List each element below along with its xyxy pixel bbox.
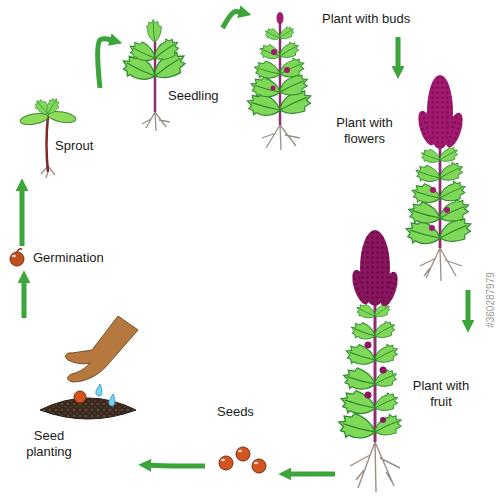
- stage-label: Seeds: [205, 400, 280, 475]
- stage-label: Seedling: [120, 28, 223, 132]
- seeds-illustration: [219, 456, 233, 470]
- seedling-illustration: [126, 38, 159, 68]
- germinating-seed: [12, 255, 16, 258]
- flowering-plant-illustration: [444, 207, 450, 213]
- budding-plant-illustration: [271, 86, 276, 91]
- stage-name: Sprout: [55, 138, 93, 154]
- fruiting-plant-illustration: [372, 390, 401, 415]
- budding-plant-illustration: [277, 24, 297, 42]
- stage-label: Sprout: [15, 88, 107, 180]
- flowering-plant-illustration: [405, 198, 443, 230]
- seed-planting-illustration: [109, 394, 115, 406]
- fruiting-plant-illustration: [371, 318, 398, 341]
- seed-planting-illustration: [40, 398, 136, 419]
- cycle-arrow: [98, 39, 111, 88]
- seed-planting-illustration: [65, 316, 138, 382]
- stage-label: Plant with fruit: [335, 330, 481, 492]
- budding-plant-illustration: [271, 49, 277, 55]
- budding-plant-illustration: [284, 67, 290, 73]
- stage-label: Plant with flowers: [315, 75, 478, 290]
- cycle-arrow: [290, 472, 335, 477]
- fruiting-plant-illustration: [343, 341, 378, 371]
- cycle-arrow: [466, 290, 471, 321]
- cycle-arrow: [150, 463, 205, 469]
- cycle-arrow: [223, 12, 240, 28]
- budding-plant-illustration: [252, 58, 283, 84]
- seeds-illustration: [219, 447, 266, 473]
- flowering-plant-illustration: [427, 75, 453, 149]
- cycle-arrow: [22, 282, 27, 318]
- fruiting-plant-illustration: [365, 342, 372, 349]
- seeds-illustration: [236, 447, 250, 461]
- flowering-plant-illustration: [430, 187, 436, 193]
- seedling-illustration: [146, 20, 161, 43]
- fruiting-plant-illustration: [335, 230, 405, 492]
- budding-plant-illustration: [257, 42, 282, 64]
- stage-name: Plant with buds: [322, 11, 410, 27]
- flowering-plant-illustration: [429, 225, 435, 231]
- stage-label: Germination: [8, 246, 135, 272]
- seedling-illustration: [118, 20, 191, 132]
- stage-name: Plant with flowers: [317, 115, 412, 147]
- budding-plant-illustration: [263, 26, 283, 44]
- budding-plant-illustration: [248, 74, 283, 103]
- fruiting-plant-illustration: [360, 230, 390, 306]
- budding-plant-illustration: [276, 39, 301, 61]
- seeds-illustration: [221, 459, 225, 462]
- seed-planting-illustration: [40, 316, 138, 419]
- germinating-seed: [17, 249, 22, 252]
- fruiting-plant-illustration: [365, 392, 372, 399]
- stage-label: Plant with buds: [245, 5, 423, 37]
- seed-planting-illustration: [96, 384, 102, 396]
- seedling-illustration: [142, 112, 170, 131]
- fruiting-plant-illustration: [371, 411, 405, 439]
- fruiting-plant-illustration: [335, 409, 379, 446]
- sprout-illustration: [42, 96, 62, 117]
- stage-name: Seed planting: [12, 428, 86, 460]
- budding-plant-illustration: [262, 125, 300, 150]
- flowering-plant-illustration: [413, 162, 443, 187]
- flowering-plant-illustration: [436, 159, 466, 184]
- sprout-illustration: [47, 116, 49, 172]
- stage-name: Plant with fruit: [405, 378, 477, 410]
- flowering-plant-illustration: [420, 248, 462, 281]
- budding-plant-illustration: [276, 55, 307, 81]
- seed-planting-illustration: [74, 391, 86, 403]
- flowering-plant-illustration: [409, 181, 443, 209]
- cycle-arrow: [20, 190, 25, 246]
- budding-plant-illustration: [277, 12, 284, 24]
- cycle-arrow: [396, 37, 401, 67]
- budding-plant-illustration: [244, 12, 315, 150]
- flowering-plant-illustration: [418, 146, 442, 167]
- seeds-illustration: [238, 450, 242, 453]
- stage-name: Seeds: [217, 404, 254, 420]
- stage-name: Germination: [33, 250, 104, 266]
- flowering-plant-illustration: [436, 178, 468, 205]
- fruiting-plant-illustration: [337, 387, 378, 421]
- germinating-seed: [10, 252, 24, 266]
- fruiting-plant-illustration: [350, 442, 400, 492]
- flowering-plant-illustration: [402, 75, 475, 281]
- fruiting-plant-illustration: [380, 367, 387, 374]
- stage-name: Seedling: [168, 88, 219, 104]
- seeds-illustration: [254, 462, 258, 465]
- seeds-illustration: [252, 459, 266, 473]
- germinating-seed: [10, 249, 24, 266]
- fruiting-plant-illustration: [371, 341, 401, 366]
- fruiting-plant-illustration: [340, 364, 378, 396]
- stage-label: Seed planting: [10, 318, 140, 465]
- fruiting-plant-illustration: [380, 417, 386, 423]
- watermark: #360287979: [485, 260, 497, 340]
- fruiting-plant-illustration: [372, 367, 400, 390]
- sprout-illustration: [19, 96, 76, 178]
- fruiting-plant-illustration: [348, 319, 378, 345]
